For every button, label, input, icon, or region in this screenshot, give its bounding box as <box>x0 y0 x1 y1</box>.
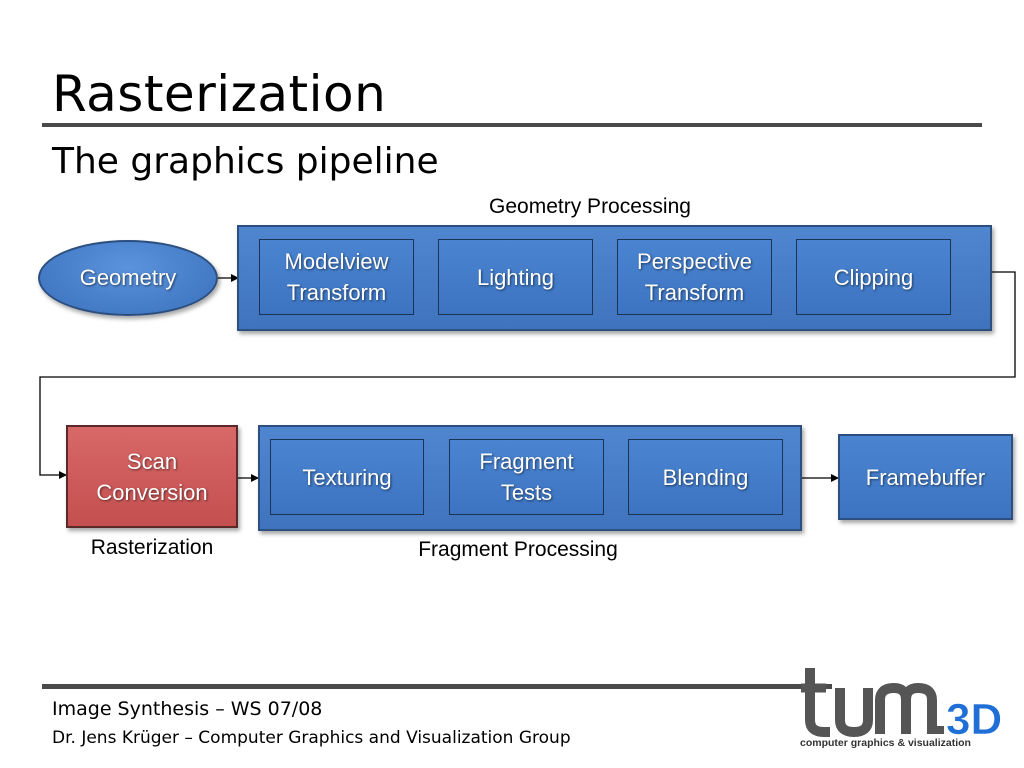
rasterization-label: Rasterization <box>90 536 214 559</box>
tum3d-logo-3d: 3D <box>946 695 1002 744</box>
slide-subtitle: The graphics pipeline <box>52 141 439 182</box>
connector-geometry-to-rasterization <box>39 271 1016 479</box>
tum3d-logo: 3D computer graphics & visualization <box>800 668 1003 749</box>
title-divider <box>42 123 982 127</box>
stage-framebuffer: Framebuffer <box>838 434 1013 520</box>
stage-perspective-transform-label: Perspective Transform <box>637 249 752 305</box>
stage-texturing: Texturing <box>270 439 424 515</box>
footer-course: Image Synthesis – WS 07/08 <box>52 698 323 720</box>
stage-scan-conversion: Scan Conversion <box>66 425 238 528</box>
slide-title: Rasterization <box>52 65 387 123</box>
stage-texturing-label: Texturing <box>302 464 392 490</box>
logo-tagline: computer graphics & visualization <box>800 737 971 749</box>
stage-lighting-label: Lighting <box>476 264 555 290</box>
footer-author: Dr. Jens Krüger – Computer Graphics and … <box>52 728 571 748</box>
footer-divider <box>42 684 832 689</box>
stage-framebuffer-label: Framebuffer <box>865 464 986 490</box>
stage-perspective-transform: Perspective Transform <box>617 239 772 315</box>
fragment-processing-label: Fragment Processing <box>418 538 618 561</box>
geometry-input-label: Geometry <box>79 265 177 290</box>
stage-scan-conversion-label: Scan Conversion <box>96 448 208 505</box>
stage-modelview-transform-label: Modelview Transform <box>284 249 389 305</box>
stage-fragment-tests-label: Fragment Tests <box>479 449 574 505</box>
stage-fragment-tests: Fragment Tests <box>449 439 604 515</box>
stage-lighting: Lighting <box>438 239 593 315</box>
stage-clipping-label: Clipping <box>833 264 914 290</box>
geometry-processing-label: Geometry Processing <box>489 195 691 218</box>
stage-clipping: Clipping <box>796 239 951 315</box>
geometry-input: Geometry <box>38 240 218 316</box>
stage-blending-label: Blending <box>662 464 749 490</box>
stage-blending: Blending <box>628 439 783 515</box>
stage-modelview-transform: Modelview Transform <box>259 239 414 315</box>
